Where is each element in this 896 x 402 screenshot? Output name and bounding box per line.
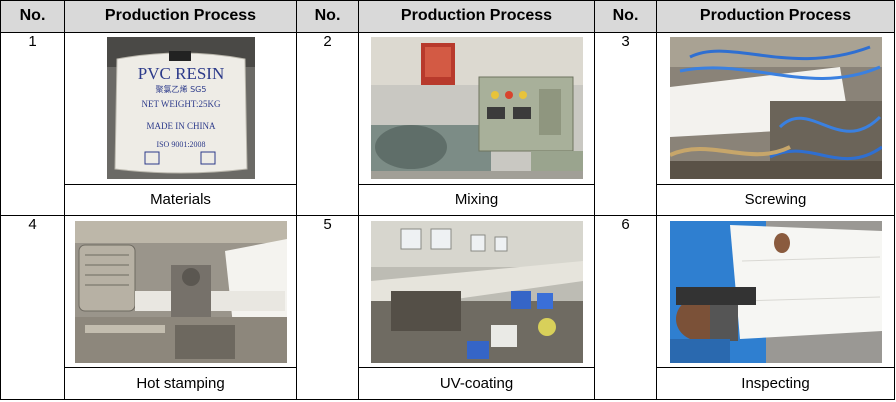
step-photo-cell: PVC RESIN 聚氯乙烯 SG5 NET WEIGHT:25KG MADE … bbox=[64, 31, 297, 185]
step-number: 4 bbox=[0, 215, 65, 400]
bag-text-origin: MADE IN CHINA bbox=[146, 121, 215, 131]
step-caption: Screwing bbox=[656, 183, 895, 217]
step-number: 5 bbox=[296, 215, 359, 400]
step-number: 2 bbox=[296, 31, 359, 217]
step-photo-cell bbox=[64, 215, 297, 369]
header-no-1: No. bbox=[0, 0, 65, 33]
bag-text-weight: NET WEIGHT:25KG bbox=[141, 99, 220, 109]
step-caption: Mixing bbox=[358, 183, 595, 217]
mixing-machine-photo bbox=[370, 37, 583, 180]
header-process-2: Production Process bbox=[358, 0, 595, 33]
step-number: 3 bbox=[594, 31, 657, 217]
uv-coating-line-photo bbox=[370, 220, 583, 363]
step-photo-cell bbox=[358, 215, 595, 369]
step-photo-cell bbox=[656, 215, 895, 369]
step-caption: UV-coating bbox=[358, 367, 595, 400]
screw-extruder-photo bbox=[669, 37, 882, 180]
bag-text-title: PVC RESIN bbox=[137, 64, 223, 83]
step-caption: Hot stamping bbox=[64, 367, 297, 400]
photo-row-2: 4 5 bbox=[0, 215, 895, 400]
bag-text-iso: ISO 9001:2008 bbox=[156, 140, 205, 149]
step-caption: Inspecting bbox=[656, 367, 895, 400]
step-caption: Materials bbox=[64, 183, 297, 217]
inspecting-panel-photo bbox=[669, 220, 882, 363]
header-no-2: No. bbox=[296, 0, 359, 33]
header-process-1: Production Process bbox=[64, 0, 297, 33]
header-process-3: Production Process bbox=[656, 0, 895, 33]
header-no-3: No. bbox=[594, 0, 657, 33]
hot-stamping-machine-photo bbox=[74, 220, 287, 363]
caption-row-2: Hot stamping UV-coating Inspecting bbox=[1, 367, 895, 400]
pvc-resin-bag-photo: PVC RESIN 聚氯乙烯 SG5 NET WEIGHT:25KG MADE … bbox=[106, 37, 255, 180]
bag-text-grade: 聚氯乙烯 SG5 bbox=[155, 84, 206, 94]
step-number: 6 bbox=[594, 215, 657, 400]
caption-row-1: Materials Mixing Screwing bbox=[1, 183, 895, 217]
photo-row-1: 1 PVC RESIN 聚氯乙烯 SG5 NET WEIGHT:25KG MAD… bbox=[0, 31, 895, 217]
step-photo-cell bbox=[358, 31, 595, 185]
step-number: 1 bbox=[0, 31, 65, 217]
header-row: No. Production Process No. Production Pr… bbox=[0, 0, 895, 33]
step-photo-cell bbox=[656, 31, 895, 185]
